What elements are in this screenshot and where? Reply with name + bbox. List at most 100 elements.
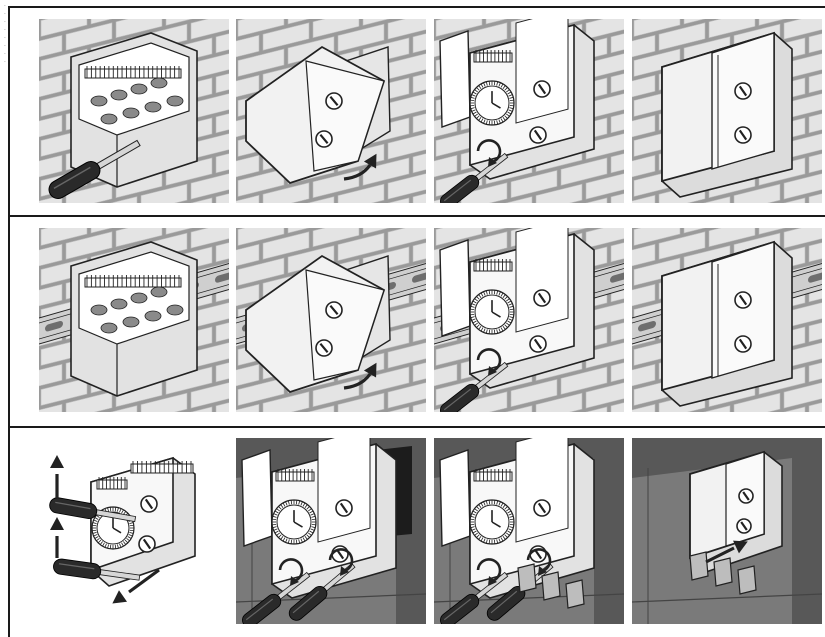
dial-segment (489, 500, 490, 504)
panel-content (632, 438, 822, 624)
dial-segment (494, 500, 495, 504)
dial-segment (92, 525, 96, 526)
dial-segment (115, 507, 116, 511)
enclosure-cover-right (712, 242, 774, 378)
dial-segment (510, 314, 514, 315)
dial-segment (470, 314, 474, 315)
knockout-hole (111, 299, 127, 309)
step-2-1 (39, 228, 229, 412)
dial-segment (489, 81, 490, 85)
dial-segment (470, 100, 474, 101)
dial-segment (291, 500, 292, 504)
panel-content (39, 19, 229, 203)
dial-segment (470, 105, 474, 106)
panel-content (236, 228, 426, 412)
terminal-strip-body (85, 69, 181, 78)
step-1-1 (39, 19, 229, 203)
timer-dial-icon (470, 81, 514, 125)
panel-content (39, 438, 229, 624)
knockout-hole (167, 305, 183, 315)
swung-front-door (440, 31, 470, 127)
knockout-hole (123, 317, 139, 327)
dial-segment (494, 290, 495, 294)
dial-segment (494, 81, 495, 85)
knockout-hole (151, 287, 167, 297)
step-2-4 (632, 228, 822, 412)
panel-content (434, 19, 624, 203)
step-3-4 (632, 438, 822, 624)
knockout-hole (131, 293, 147, 303)
knockout-hole (131, 84, 147, 94)
panel-content (236, 19, 426, 203)
module-cover-panel (516, 438, 568, 542)
enclosure-cover-right (712, 33, 774, 169)
dial-segment (312, 519, 316, 520)
knockout-hole (101, 114, 117, 124)
panel-content (434, 438, 624, 624)
swung-front-door (440, 450, 470, 546)
dial-segment (312, 524, 316, 525)
timer-dial-icon (470, 500, 514, 544)
dial-segment (115, 545, 116, 549)
knockout-hole (167, 96, 183, 106)
knockout-hole (101, 323, 117, 333)
step-2-3 (434, 228, 624, 412)
switch-module (566, 580, 584, 608)
knockout-hole (145, 311, 161, 321)
knockout-hole (123, 108, 139, 118)
step-1-2 (236, 19, 426, 203)
panel-content (434, 228, 624, 412)
margin-print-marks: · · · · · · · · (0, 4, 7, 64)
switch-module (690, 552, 708, 580)
dial-segment (494, 330, 495, 334)
dial-segment (110, 545, 111, 549)
dial-segment (296, 540, 297, 544)
step-1-3 (434, 19, 624, 203)
knockout-hole (91, 305, 107, 315)
dial-segment (494, 121, 495, 125)
swung-front-door (242, 450, 272, 546)
row-divider-1 (8, 215, 825, 217)
enclosure-base-open (71, 242, 197, 396)
terminal-strip-body (131, 464, 193, 473)
switch-module (714, 558, 732, 586)
panel-content (632, 19, 822, 203)
terminal-strip-body (97, 480, 127, 489)
timer-dial-icon (272, 500, 316, 544)
frame-top-line (8, 6, 825, 8)
dial-segment (489, 540, 490, 544)
module-cover-panel (318, 438, 370, 542)
panel-content (632, 228, 822, 412)
dial-segment (489, 121, 490, 125)
dial-segment (470, 519, 474, 520)
dial-segment (489, 330, 490, 334)
row-divider-2 (8, 426, 825, 428)
step-3-3 (434, 438, 624, 624)
dial-segment (291, 540, 292, 544)
step-3-1 (39, 438, 229, 624)
dial-segment (510, 309, 514, 310)
dial-segment (470, 524, 474, 525)
step-3-2 (236, 438, 426, 624)
switch-module (518, 564, 536, 592)
switch-module (542, 572, 560, 600)
knockout-hole (151, 78, 167, 88)
dial-segment (130, 530, 134, 531)
dial-segment (92, 530, 96, 531)
knockout-hole (145, 102, 161, 112)
dial-segment (510, 519, 514, 520)
dial-segment (510, 524, 514, 525)
step-1-4 (632, 19, 822, 203)
step-2-2 (236, 228, 426, 412)
terminal-strip-body (85, 278, 181, 287)
dial-segment (510, 100, 514, 101)
dial-segment (296, 500, 297, 504)
dial-segment (272, 519, 276, 520)
module-cover-panel (516, 19, 568, 123)
dial-segment (489, 290, 490, 294)
dial-segment (272, 524, 276, 525)
knockout-hole (91, 96, 107, 106)
switch-module (738, 566, 756, 594)
swung-front-door (440, 240, 470, 336)
